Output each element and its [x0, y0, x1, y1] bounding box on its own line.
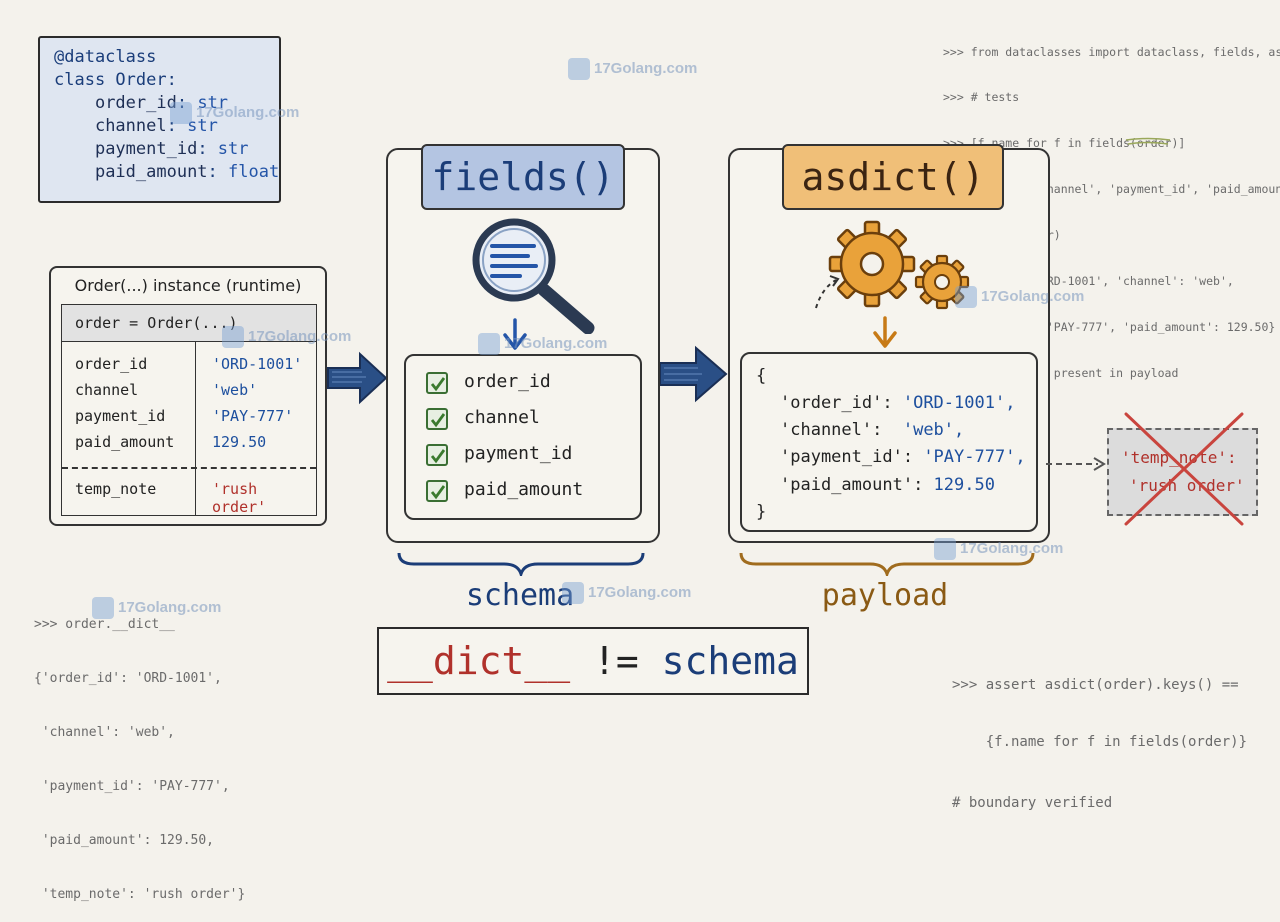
instance-key: order_id — [75, 355, 148, 373]
payload-label: payload — [821, 578, 949, 613]
asdict-title: asdict() — [782, 144, 1004, 210]
payload-brace — [739, 552, 1035, 576]
instance-header: order = Order(...) — [62, 305, 316, 342]
field-decl: channel: str — [94, 116, 218, 136]
repl-line: {f.name for f in fields(order)} — [952, 734, 1248, 750]
dict-line: 'payment_id': 'PAY-777', — [780, 447, 1026, 467]
instance-value: 'ORD-1001' — [212, 355, 303, 373]
fields-title: fields() — [421, 144, 625, 210]
watermark: 17Golang.com — [478, 333, 607, 355]
dict-close-brace: } — [756, 502, 767, 522]
watermark-logo-icon — [955, 286, 977, 308]
fields-item-label: channel — [464, 407, 540, 428]
instance-table: order = Order(...) order_id 'ORD-1001' c… — [61, 304, 317, 516]
instance-value: 'PAY-777' — [212, 407, 294, 425]
field-decl: paid_amount: float — [94, 162, 280, 182]
instance-value: 'rush order' — [212, 480, 267, 516]
field-decl: payment_id: str — [94, 139, 249, 159]
watermark-logo-icon — [934, 538, 956, 560]
conclusion-op: != — [570, 639, 662, 683]
instance-row: order_id 'ORD-1001' — [62, 352, 316, 378]
checkbox-checked-icon — [426, 372, 448, 394]
underline-scribble — [1125, 137, 1171, 145]
instance-row: channel 'web' — [62, 378, 316, 404]
instance-title: Order(...) instance (runtime) — [74, 276, 302, 295]
watermark-logo-icon — [562, 582, 584, 604]
checkbox-checked-icon — [426, 408, 448, 430]
repl-dict-block: >>> order.__dict__ {'order_id': 'ORD-100… — [34, 580, 245, 922]
repl-line: 'channel': 'web', — [34, 725, 175, 740]
instance-key: payment_id — [75, 407, 166, 425]
schema-brace — [397, 552, 645, 576]
repl-assert-block: >>> assert asdict(order).keys() == {f.na… — [952, 638, 1247, 832]
dict-line: 'order_id': 'ORD-1001', — [780, 393, 1016, 413]
checkbox-checked-icon — [426, 480, 448, 502]
watermark: 17Golang.com — [222, 326, 351, 348]
watermark-logo-icon — [92, 597, 114, 619]
repl-line: 'temp_note': 'rush order'} — [34, 887, 246, 902]
watermark: 17Golang.com — [562, 582, 691, 604]
watermark: 17Golang.com — [568, 58, 697, 80]
repl-line: 'payment_id': 'PAY-777', — [34, 779, 230, 794]
conclusion-box: __dict__ != schema — [377, 627, 809, 695]
dataclass-code-card: @dataclass class Order: order_id: str ch… — [38, 36, 281, 203]
instance-row: payment_id 'PAY-777' — [62, 404, 316, 430]
instance-value: 'web' — [212, 381, 258, 399]
schema-label: schema — [465, 578, 575, 613]
checkbox-checked-icon — [426, 444, 448, 466]
magnifier-icon — [472, 218, 595, 334]
repl-line: 'paid_amount': 129.50, — [34, 833, 215, 848]
excluded-key: 'temp_note': — [1121, 448, 1237, 467]
dashed-arrow-icon — [1046, 457, 1106, 471]
watermark-logo-icon — [478, 333, 500, 355]
watermark: 17Golang.com — [92, 597, 221, 619]
dict-open-brace: { — [756, 366, 767, 386]
decorator-line: @dataclass — [54, 47, 157, 67]
instance-key: paid_amount — [75, 433, 175, 451]
instance-row: paid_amount 129.50 — [62, 430, 316, 456]
instance-extra-row: temp_note 'rush order' — [62, 477, 316, 516]
watermark-logo-icon — [568, 58, 590, 80]
dict-line: 'channel': 'web', — [780, 420, 965, 440]
instance-key: channel — [75, 381, 139, 399]
instance-value: 129.50 — [212, 433, 267, 451]
watermark-logo-icon — [222, 326, 244, 348]
gears-icon — [815, 220, 970, 310]
cross-out-icon — [1124, 412, 1244, 526]
fields-item-label: payment_id — [464, 443, 573, 464]
watermark-logo-icon — [170, 102, 192, 124]
class-line: class Order: — [54, 70, 177, 90]
repl-line: >>> assert asdict(order).keys() == — [952, 677, 1239, 693]
arrow-right-icon — [327, 351, 388, 405]
watermark: 17Golang.com — [934, 538, 1063, 560]
fields-item-label: paid_amount — [464, 479, 584, 500]
repl-line: >>> order.__dict__ — [34, 617, 175, 632]
arrow-right-icon — [659, 345, 728, 403]
conclusion-rhs: schema — [661, 639, 799, 683]
watermark: 17Golang.com — [170, 102, 299, 124]
repl-line: >>> from dataclasses import dataclass, f… — [943, 44, 1280, 59]
repl-line: >>> # tests — [943, 90, 1020, 105]
excluded-value: 'rush order' — [1129, 476, 1245, 495]
conclusion-lhs: __dict__ — [387, 639, 571, 683]
repl-line: # boundary verified — [952, 795, 1113, 811]
dashed-separator — [62, 467, 316, 469]
arrow-down-icon — [873, 316, 897, 348]
dict-line: 'paid_amount': 129.50 — [780, 475, 995, 495]
watermark: 17Golang.com — [955, 286, 1084, 308]
field-decl: order_id: str — [94, 93, 229, 113]
instance-card: Order(...) instance (runtime) order = Or… — [49, 266, 327, 526]
column-divider — [195, 342, 196, 515]
repl-line: {'order_id': 'ORD-1001', — [34, 671, 222, 686]
fields-item-label: order_id — [464, 371, 551, 392]
asdict-output-box: { 'order_id': 'ORD-1001', 'channel': 'we… — [740, 352, 1038, 532]
instance-key: temp_note — [75, 480, 157, 498]
fields-list: order_id channel payment_id paid_amount — [404, 354, 642, 520]
arrow-down-icon — [503, 318, 527, 350]
